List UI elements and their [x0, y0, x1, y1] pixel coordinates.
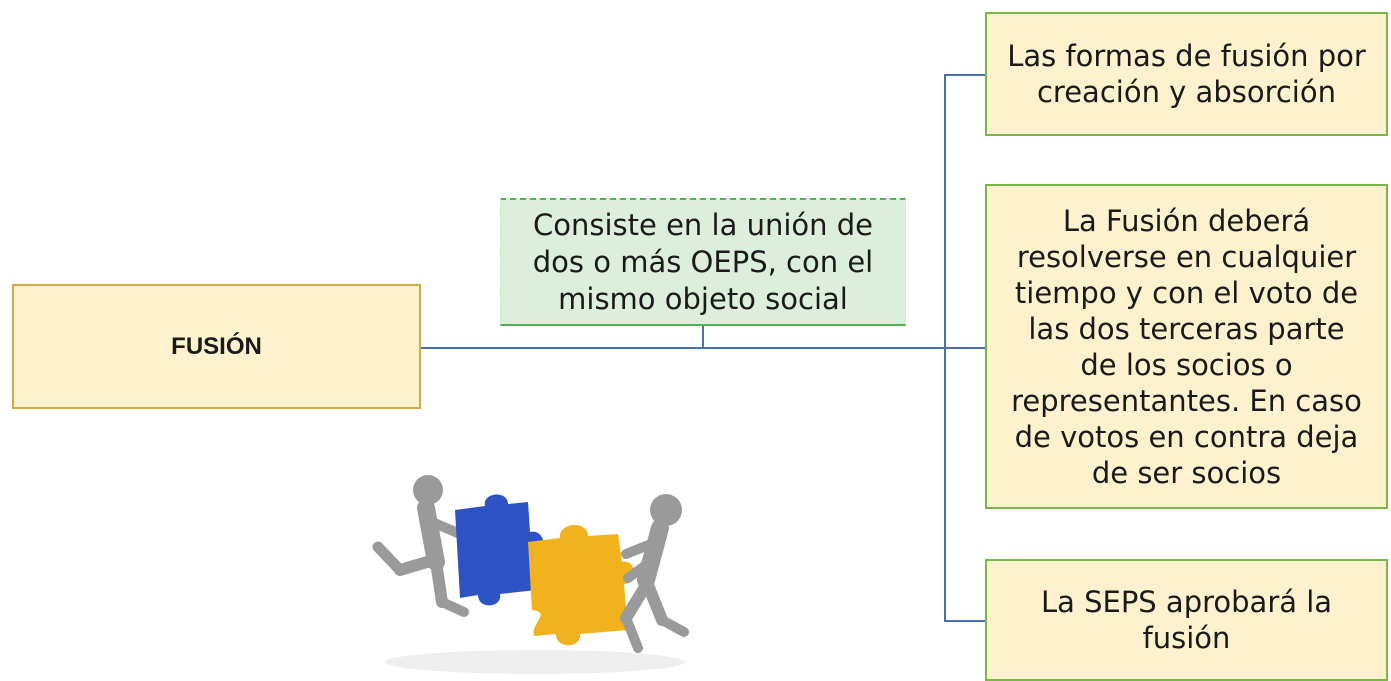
yellow-puzzle-piece [528, 524, 635, 646]
shadow [385, 650, 685, 674]
connector-branch-3 [944, 620, 985, 622]
left-figure [372, 475, 469, 617]
connector-definition [702, 326, 704, 348]
branch-text: La Fusión deberá resolverse en cualquier… [1011, 203, 1362, 490]
connector-trunk [944, 74, 946, 622]
branch-node-forms: Las formas de fusión por creación y abso… [985, 12, 1388, 136]
connector-main [421, 347, 985, 349]
branch-text: La SEPS aprobará la fusión [1040, 585, 1333, 655]
branch-node-approval: La SEPS aprobará la fusión [985, 559, 1388, 681]
branch-node-resolution: La Fusión deberá resolverse en cualquier… [985, 184, 1388, 509]
branch-text: Las formas de fusión por creación y abso… [1007, 39, 1366, 109]
puzzle-people-icon [372, 475, 689, 674]
connector-branch-1 [944, 74, 985, 76]
definition-text: Consiste en la unión de dos o más OEPS, … [532, 207, 874, 316]
blue-puzzle-piece [455, 494, 544, 606]
right-figure [620, 494, 689, 653]
root-node: FUSIÓN [12, 284, 421, 409]
definition-node: Consiste en la unión de dos o más OEPS, … [500, 198, 906, 326]
root-label: FUSIÓN [171, 332, 262, 360]
